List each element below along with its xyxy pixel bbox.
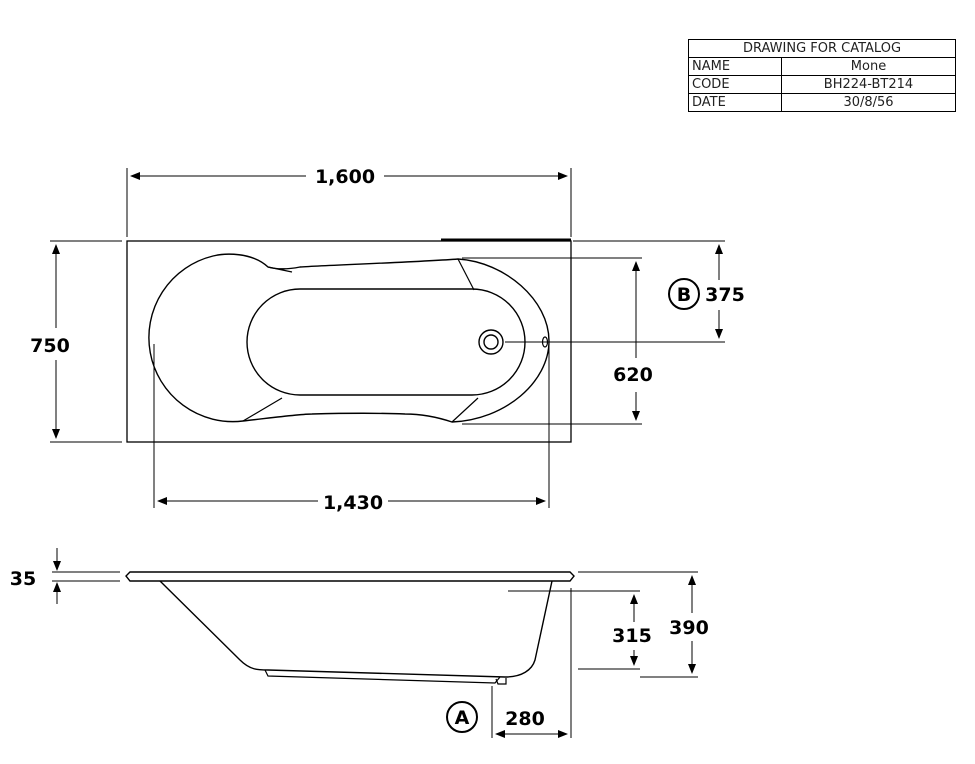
dim-label-drain-offset: 375 [705, 284, 745, 306]
basin-floor [246, 288, 526, 396]
dim-label-overall-height: 390 [669, 617, 709, 639]
dim-rim-thickness: 35 [10, 548, 120, 604]
basin-outline [148, 253, 550, 423]
dim-label-rim-thickness: 35 [10, 568, 36, 590]
dim-label-inner-length: 1,430 [323, 492, 383, 514]
title-row-code: CODE BH224-BT214 [688, 75, 956, 94]
dim-overall-height: 390 [578, 571, 709, 678]
drain-hole [478, 329, 504, 355]
title-row-date: DATE 30/8/56 [688, 93, 956, 112]
dim-drain-offset: B 375 [505, 240, 745, 343]
dim-label-overall-width: 750 [30, 335, 70, 357]
dim-drain-from-end: A 280 [446, 588, 572, 738]
title-block: DRAWING FOR CATALOG NAME Mone CODE BH224… [688, 39, 956, 112]
tub-rim [125, 571, 575, 582]
basin-contour-left-bottom [242, 397, 283, 422]
basin-contour-left-top [267, 266, 293, 273]
dim-inner-width: 620 [462, 257, 653, 425]
tub-body-profile [159, 580, 553, 678]
dim-label-overall-length: 1,600 [315, 166, 375, 188]
title-label-date: DATE [688, 93, 782, 112]
basin-contour-right-bottom [451, 397, 479, 423]
dim-label-drain-from-end: 280 [505, 708, 545, 730]
title-value-date: 30/8/56 [781, 93, 956, 112]
tub-foot [495, 678, 507, 685]
side-view: 35 315 390 A 280 [10, 548, 709, 738]
dim-inner-depth: 315 [508, 590, 652, 670]
tub-base-plinth [264, 669, 501, 684]
title-value-code: BH224-BT214 [781, 75, 956, 94]
marker-a: A [446, 701, 478, 733]
marker-b-label: B [677, 284, 691, 306]
marker-a-label: A [455, 707, 470, 729]
dim-inner-length: 1,430 [153, 344, 550, 514]
dim-label-inner-depth: 315 [612, 625, 652, 647]
marker-b: B [668, 278, 700, 310]
dim-overall-length: 1,600 [126, 166, 572, 237]
dim-overall-width: 750 [30, 240, 122, 443]
plan-view: 1,600 750 1,430 620 [30, 166, 745, 514]
basin-contour-right-top [457, 258, 475, 291]
dim-label-inner-width: 620 [613, 364, 653, 386]
